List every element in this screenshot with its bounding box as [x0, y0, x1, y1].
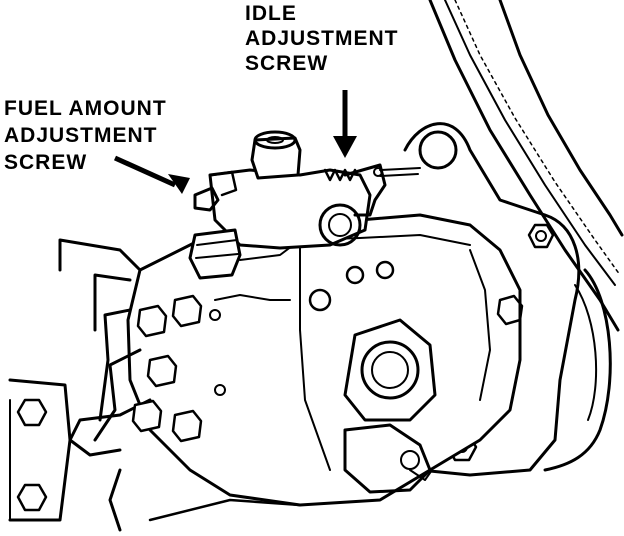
idle-callout-line-1: IDLE — [245, 2, 297, 25]
fuel-amount-adjustment-screw-callout: FUEL AMOUNT ADJUSTMENT SCREW — [4, 97, 167, 174]
fuel-amount-adjustment-screw — [193, 186, 220, 212]
pump-body — [126, 213, 524, 507]
idle-adjustment-screw-spring — [323, 168, 357, 182]
idle-callout-line-2: ADJUSTMENT — [245, 27, 399, 50]
fuel-callout-line-2: ADJUSTMENT — [4, 124, 158, 147]
fuel-callout-arrow — [113, 155, 190, 194]
fuel-callout-line-3: SCREW — [4, 151, 87, 174]
timing-belt-cover — [428, 0, 624, 472]
injector-lines — [68, 273, 226, 457]
lower-left-bracket — [8, 238, 302, 532]
governor-housing — [188, 130, 421, 280]
fuel-callout-line-1: FUEL AMOUNT — [4, 97, 167, 120]
idle-callout-line-3: SCREW — [245, 52, 328, 75]
idle-callout-arrow — [333, 90, 357, 158]
idle-adjustment-screw-callout: IDLE ADJUSTMENT SCREW — [245, 2, 399, 75]
